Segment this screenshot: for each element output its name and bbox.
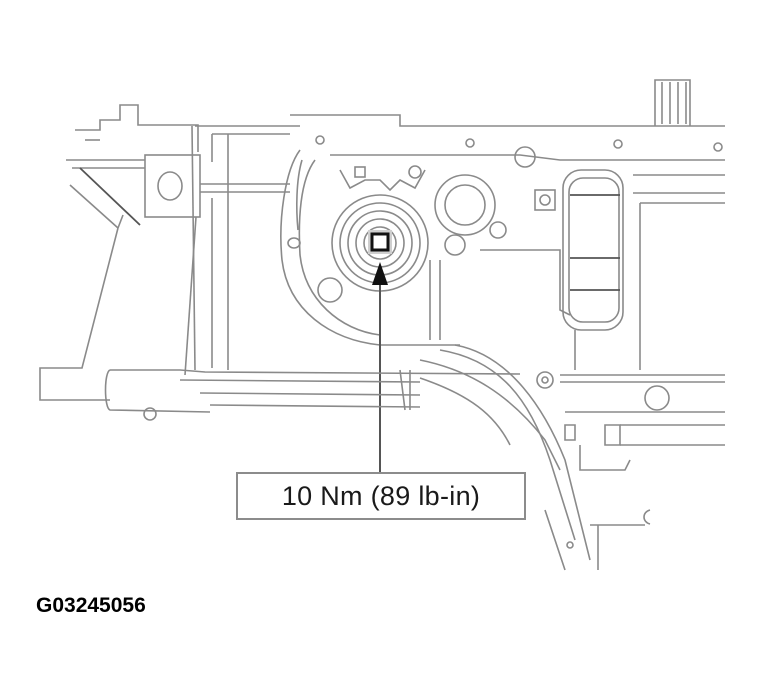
accumulator-bores	[429, 174, 571, 340]
torque-callout: 10 Nm (89 lb-in)	[236, 472, 526, 520]
case-frame	[191, 79, 725, 371]
lower-rails	[104, 344, 725, 571]
torque-spec-label: 10 Nm (89 lb-in)	[281, 480, 481, 511]
valve-body-plate	[280, 149, 460, 346]
right-oval-window	[562, 169, 725, 370]
valve-bolt-assembly	[331, 194, 429, 472]
left-bracket	[39, 104, 201, 401]
bolt-head-icon	[370, 232, 390, 252]
arrow-up-icon	[372, 262, 388, 285]
bolt-hole-icon	[157, 171, 183, 201]
figure-id-label: G03245056	[36, 594, 146, 617]
